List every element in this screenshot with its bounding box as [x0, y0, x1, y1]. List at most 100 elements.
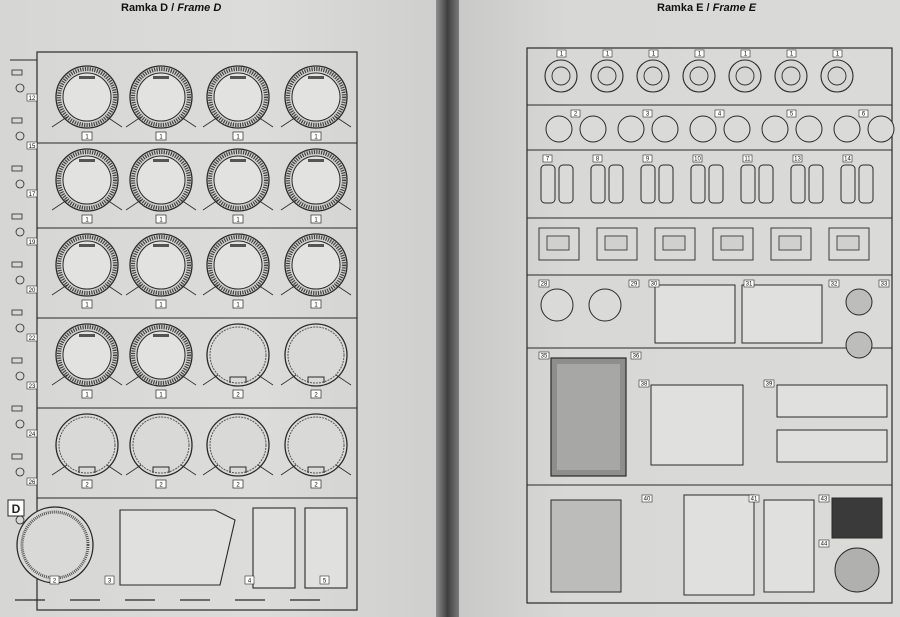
small-assembly [770, 227, 812, 261]
part-number: 1 [606, 52, 610, 58]
cylinder [708, 164, 724, 204]
small-assembly-detail [604, 235, 628, 251]
part-number-box [81, 214, 93, 224]
part-number-box [104, 575, 115, 585]
part-number-box [748, 494, 760, 503]
tire-tread [131, 150, 191, 210]
cylinder [658, 164, 674, 204]
part-number-box [592, 154, 603, 163]
body-panel [119, 509, 236, 586]
hood-panel-face [557, 364, 620, 470]
disc [795, 115, 823, 143]
gate [335, 284, 352, 296]
small-assembly [712, 227, 754, 261]
cylinder [590, 164, 606, 204]
frame-d-title-italic: Frame D [177, 2, 222, 14]
part-number: 1 [560, 52, 564, 58]
part-number: 30 [651, 282, 658, 288]
part-number: 9 [646, 157, 650, 163]
sprue-frame [36, 51, 358, 611]
gate [106, 374, 123, 386]
hub-outer [728, 59, 762, 93]
part-number: 2 [236, 393, 240, 399]
rim-notch [307, 466, 325, 473]
rim-notch [152, 466, 170, 473]
part-number-box [648, 49, 659, 58]
tire-inner [62, 72, 112, 122]
part-number-box [542, 154, 553, 163]
part-number: 10 [694, 157, 701, 163]
frame-e-title: Ramka E / Frame E [657, 2, 757, 14]
part-number-box [786, 49, 797, 58]
part-number-box [310, 131, 322, 141]
sprue-frame [526, 47, 893, 604]
cylinder [790, 164, 806, 204]
hub-inner [827, 66, 847, 86]
part-number-box [310, 479, 322, 489]
gate [280, 374, 297, 386]
gate [51, 284, 68, 296]
part-number-box [570, 109, 581, 118]
part-number: 1 [698, 52, 702, 58]
tire-mark [79, 244, 95, 247]
radiator-core [831, 497, 883, 539]
gate [257, 116, 274, 128]
small-assembly-detail [662, 235, 686, 251]
gate [51, 374, 68, 386]
hub-inner [781, 66, 801, 86]
part-number: 12 [29, 96, 36, 102]
tire-inner [291, 240, 341, 290]
tire-inner [62, 240, 112, 290]
grille-part [550, 499, 622, 593]
disc [867, 115, 895, 143]
tire-mark [79, 334, 95, 337]
tire-inner [136, 155, 186, 205]
part-number: 17 [29, 192, 36, 198]
headlight [845, 288, 873, 316]
part-number: 14 [844, 157, 851, 163]
part-number-box [743, 279, 755, 288]
tire-tread [286, 235, 346, 295]
hub-inner [643, 66, 663, 86]
hub-outer [774, 59, 808, 93]
tire-tread [208, 67, 268, 127]
disc [540, 288, 574, 322]
part-number-box [792, 154, 803, 163]
part-number: 41 [751, 497, 758, 503]
part-number: 2 [574, 112, 578, 118]
tire-mark [79, 159, 95, 162]
disc [761, 115, 789, 143]
door-plate-right [304, 507, 348, 589]
part-number: 36 [633, 354, 640, 360]
part-number: 1 [652, 52, 656, 58]
disc [588, 288, 622, 322]
tire-inner [62, 330, 112, 380]
tire-inner [213, 155, 263, 205]
small-assembly-detail [720, 235, 744, 251]
part-number: 2 [159, 483, 163, 489]
small-assembly [828, 227, 870, 261]
gate [202, 374, 219, 386]
part-number-box [26, 285, 38, 294]
hub-outer [636, 59, 670, 93]
tire-mark [79, 76, 95, 79]
part-number: 3 [646, 112, 650, 118]
part-number-box [81, 389, 93, 399]
part-number-box [763, 379, 775, 388]
cylinder [758, 164, 774, 204]
small-part [15, 83, 25, 93]
gate [106, 199, 123, 211]
part-number: 1 [85, 135, 89, 141]
rim-outer [55, 413, 119, 477]
part-number-box [26, 189, 38, 198]
windscreen-part [763, 499, 815, 593]
tire-tread [57, 235, 117, 295]
part-number-box [81, 299, 93, 309]
part-number: 1 [314, 135, 318, 141]
gate [125, 284, 142, 296]
tire-inner [291, 155, 341, 205]
part-number: 1 [836, 52, 840, 58]
tire-inner [136, 330, 186, 380]
part-number-box [538, 351, 550, 360]
gate [180, 199, 197, 211]
